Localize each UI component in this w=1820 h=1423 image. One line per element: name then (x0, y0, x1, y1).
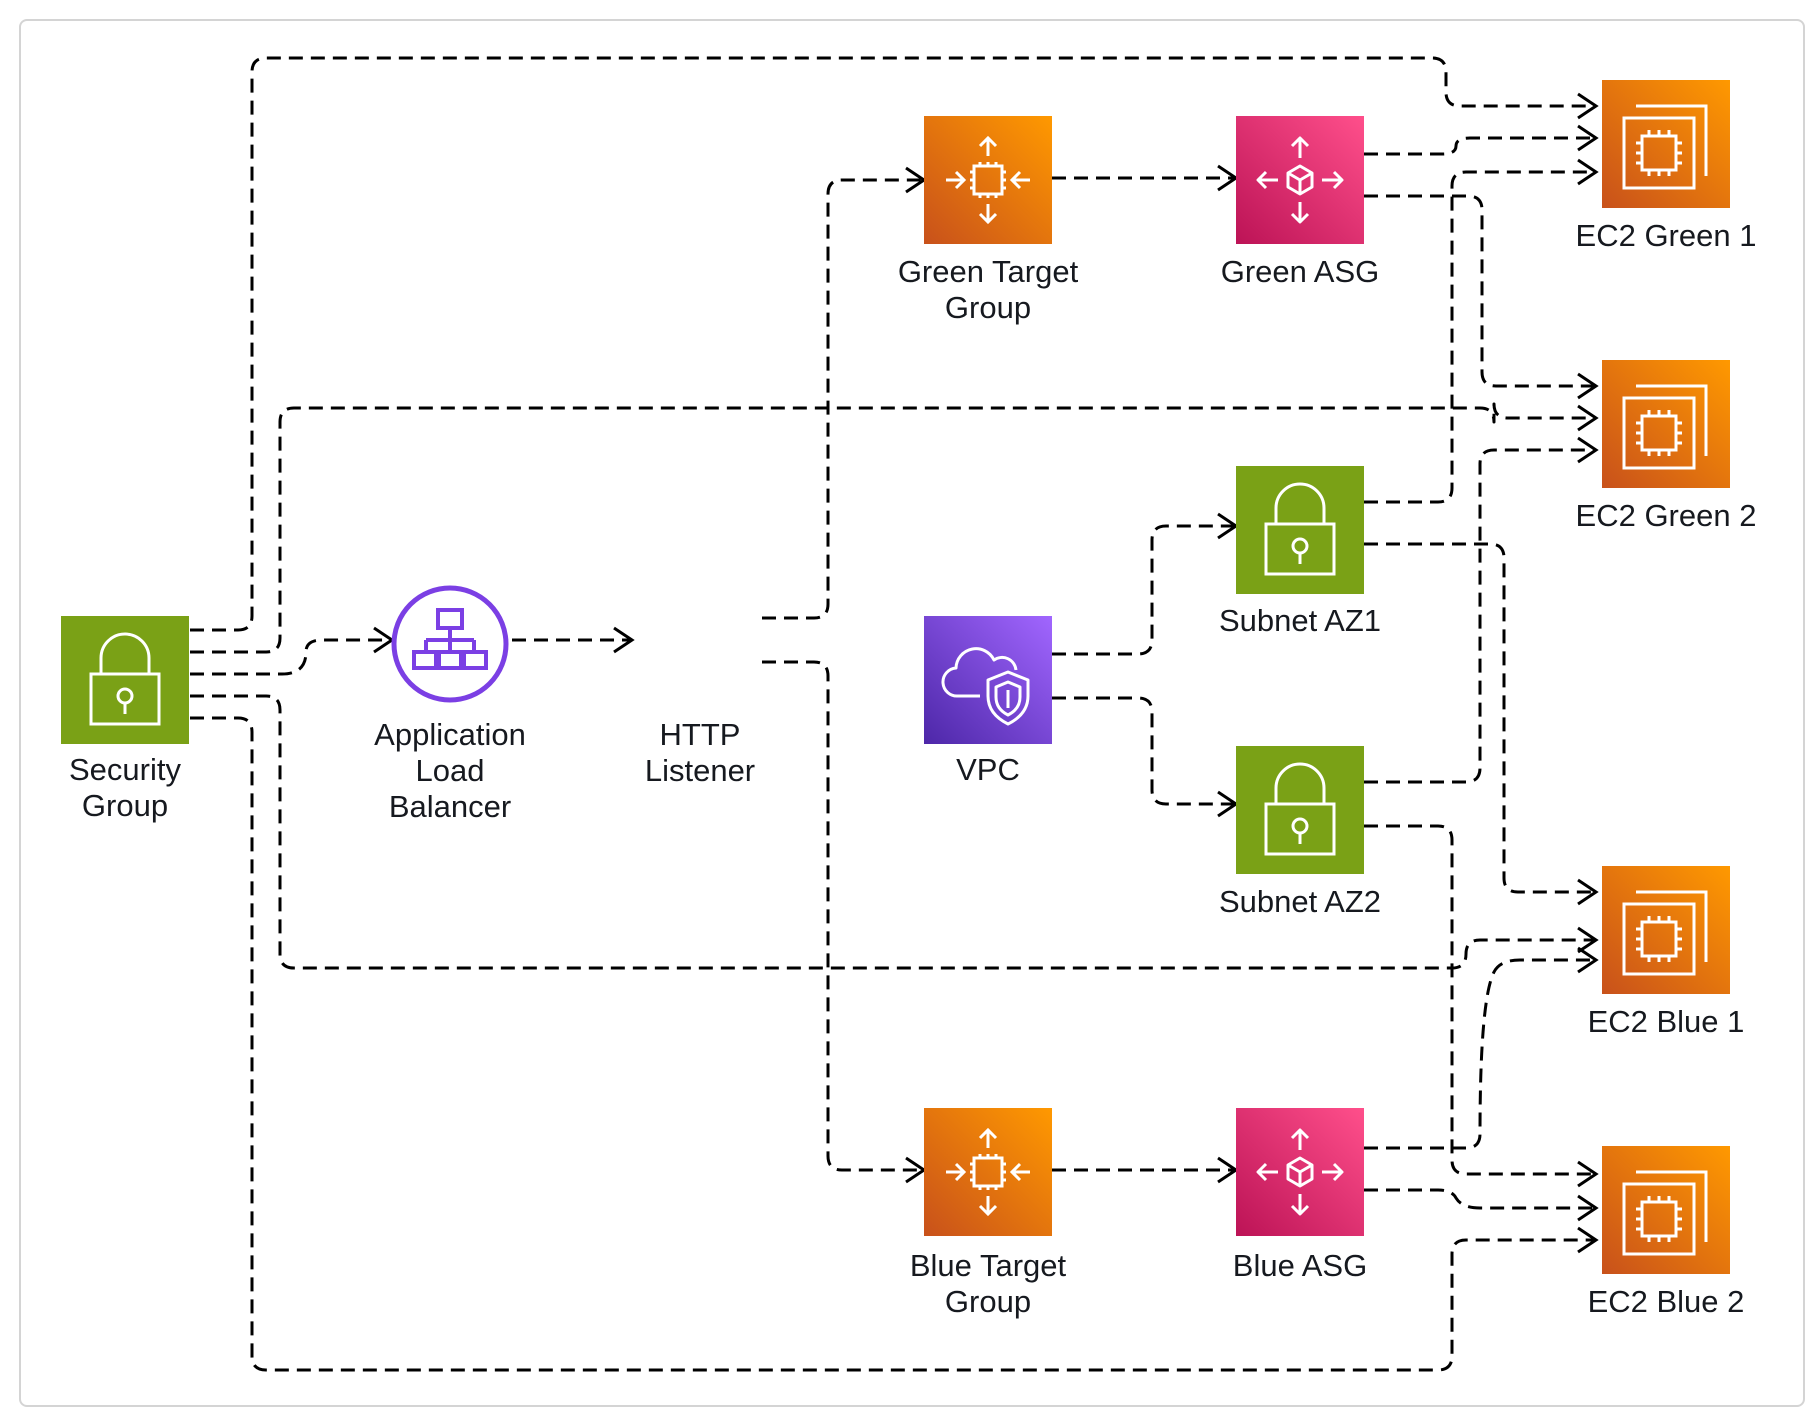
green-asg-label: Green ASG (1220, 254, 1380, 289)
edge-security-group-to-alb (190, 638, 390, 676)
edge-blue-asg-to-ec2-blue-1 (1364, 958, 1596, 1150)
ec2-green-2-icon[interactable] (1602, 360, 1730, 488)
edge-subnet-az2-to-ec2-green-2 (1364, 448, 1596, 784)
ec2-blue-2-label: EC2 Blue 2 (1587, 1284, 1745, 1319)
vpc-icon[interactable] (924, 616, 1052, 744)
edge-vpc-to-subnet-az2 (1052, 696, 1236, 806)
ec2-blue-2-icon[interactable] (1602, 1146, 1730, 1274)
green-target-group-icon[interactable] (924, 116, 1052, 244)
edge-vpc-to-subnet-az1 (1052, 524, 1236, 656)
ec2-green-1-label: EC2 Green 1 (1575, 218, 1757, 253)
ec2-blue-1-icon[interactable] (1602, 866, 1730, 994)
ec2-blue-1-label: EC2 Blue 1 (1587, 1004, 1745, 1039)
application-load-balancer-icon[interactable] (391, 585, 509, 703)
blue-target-group-label: Blue Target Group (909, 1248, 1067, 1319)
subnet-az2-icon[interactable] (1236, 746, 1364, 874)
vpc-label: VPC (956, 752, 1020, 787)
blue-asg-label: Blue ASG (1232, 1248, 1368, 1283)
edge-green-asg-to-ec2-green-1 (1364, 136, 1596, 156)
security-group-icon[interactable] (61, 616, 189, 744)
edge-security-group-to-ec2-blue-1 (190, 694, 1596, 970)
edge-security-group-to-ec2-green-2 (190, 402, 1596, 654)
green-asg-icon[interactable] (1236, 116, 1364, 244)
edge-blue-asg-to-ec2-blue-2 (1364, 1188, 1596, 1210)
diagram-frame (19, 19, 1805, 1407)
edge-subnet-az1-to-ec2-blue-1 (1364, 542, 1596, 894)
arrowhead-green-asg-in (1217, 164, 1239, 192)
blue-asg-icon[interactable] (1236, 1108, 1364, 1236)
subnet-az1-icon[interactable] (1236, 466, 1364, 594)
edge-green-asg-to-ec2-green-2 (1364, 194, 1596, 388)
subnet-az1-label: Subnet AZ1 (1218, 603, 1381, 638)
ec2-green-1-icon[interactable] (1602, 80, 1730, 208)
edge-security-group-to-ec2-green-1 (190, 56, 1596, 632)
arrowhead-listener-in (613, 626, 635, 654)
edge-subnet-az1-to-ec2-green-1 (1364, 170, 1596, 504)
edge-security-group-to-ec2-blue-2 (190, 716, 1596, 1372)
blue-target-group-icon[interactable] (924, 1108, 1052, 1236)
edge-http-listener-to-green-tg (762, 178, 924, 620)
green-target-group-label: Green Target Group (897, 254, 1079, 325)
edge-subnet-az2-to-ec2-blue-2 (1364, 824, 1596, 1176)
edge-http-listener-to-blue-tg (762, 660, 924, 1172)
http-listener-label: HTTP Listener (644, 717, 756, 788)
subnet-az2-label: Subnet AZ2 (1218, 884, 1381, 919)
alb-label: Application Load Balancer (374, 717, 526, 824)
arrowhead-ec2-green-2-in (1577, 372, 1599, 464)
ec2-green-2-label: EC2 Green 2 (1575, 498, 1757, 533)
security-group-label: Security Group (69, 752, 181, 823)
arrowhead-ec2-blue-2-in (1577, 1160, 1599, 1254)
arrowhead-blue-asg-in (1217, 1156, 1239, 1184)
arrowhead-ec2-green-1-in (1577, 92, 1599, 186)
arrowhead-ec2-blue-1-in (1577, 878, 1599, 974)
